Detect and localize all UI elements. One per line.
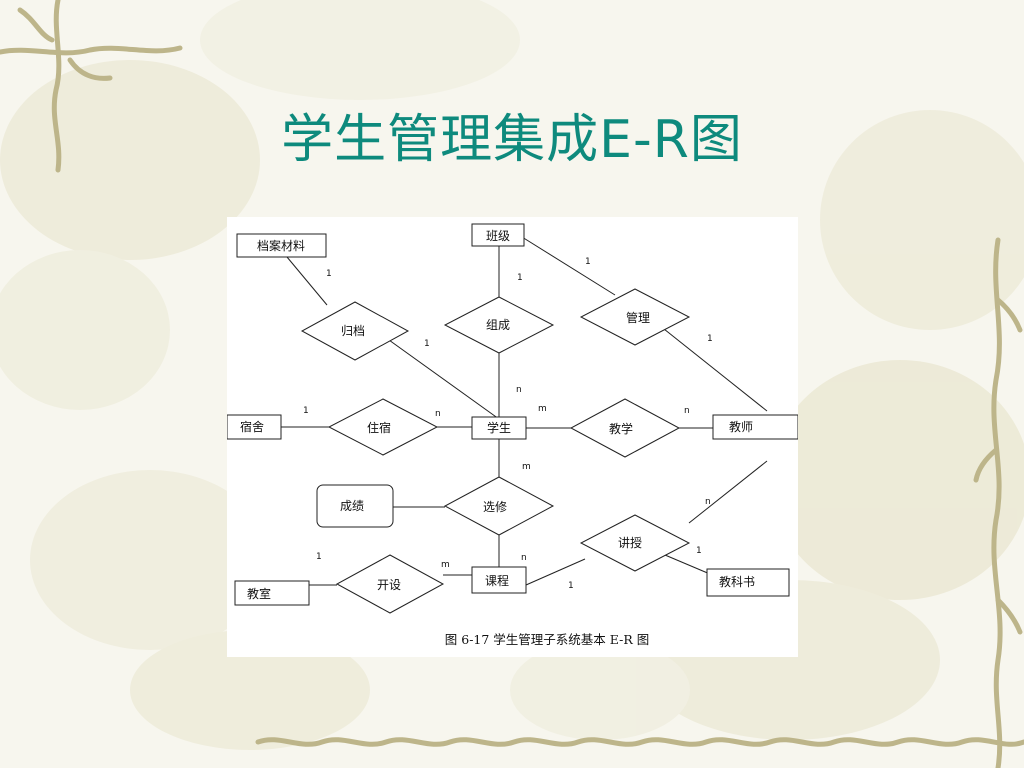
relationship-diamond (579, 514, 691, 572)
cardinality-label: 1 (316, 552, 322, 562)
relationship-diamond (335, 554, 445, 614)
entity-sushe-label: 宿舍 (240, 419, 264, 434)
entity-shapes (227, 223, 798, 606)
rel-jiangshou-label: 讲授 (618, 535, 642, 550)
rel-zucheng-label: 组成 (486, 318, 510, 332)
cardinality-label: 1 (424, 339, 430, 349)
entity-kecheng-label: 课程 (485, 573, 509, 588)
relationship-diamond (579, 288, 691, 346)
relationship-labels: 归档 组成 管理 住宿 教学 选修 讲授 开设 (341, 310, 650, 592)
rel-jiaoxue-label: 教学 (609, 421, 633, 436)
rel-guanli-label: 管理 (626, 310, 650, 325)
cardinality-label: n (516, 385, 522, 395)
relationship-diamond (443, 476, 555, 536)
cardinality-label: 1 (568, 581, 574, 591)
er-diagram-panel: 档案材料 班级 宿舍 学生 教师 成绩 课程 教室 教科书 归档 组成 管理 住… (227, 217, 798, 657)
cardinality-label: 1 (696, 546, 702, 556)
entity-box (706, 568, 790, 597)
cardinality-labels: 1 1 1 1 1 1 1 1 1 n n m n m n n m (303, 257, 713, 591)
entity-box (712, 414, 798, 440)
connector-lines (281, 236, 768, 586)
relationship-diamond (300, 301, 410, 361)
cardinality-label: n (435, 409, 441, 419)
entity-banji-label: 班级 (486, 229, 510, 243)
connector-line (286, 256, 328, 306)
connector-line (688, 460, 768, 524)
cardinality-label: m (522, 462, 531, 472)
entity-dangan-label: 档案材料 (257, 238, 305, 253)
rel-zhusu-label: 住宿 (367, 420, 391, 435)
entity-xuesheng-label: 学生 (487, 420, 511, 435)
blossom-decoration (0, 60, 1024, 750)
diagram-caption: 图 6-17 学生管理子系统基本 E-R 图 (445, 632, 649, 647)
entity-box (316, 484, 394, 528)
cardinality-label: n (705, 497, 711, 507)
vine-decoration (255, 737, 1024, 747)
rel-kaishe-label: 开设 (377, 578, 401, 592)
relationship-diamond (327, 398, 439, 456)
entity-jiaoshi-label: 教师 (729, 419, 753, 434)
connector-line (521, 236, 616, 296)
er-diagram: 档案材料 班级 宿舍 学生 教师 成绩 课程 教室 教科书 归档 组成 管理 住… (227, 223, 798, 647)
cardinality-label: 1 (303, 406, 309, 416)
entity-labels: 档案材料 班级 宿舍 学生 教师 成绩 课程 教室 教科书 (240, 229, 755, 601)
entity-box (471, 223, 525, 247)
cardinality-label: m (538, 404, 547, 414)
relationship-shapes (300, 288, 691, 614)
relationship-diamond (569, 398, 681, 458)
cardinality-label: 1 (707, 334, 713, 344)
vine-decoration (973, 237, 1023, 768)
cardinality-label: m (441, 560, 450, 570)
entity-jiaokeshu-label: 教科书 (719, 574, 755, 589)
entity-chengji-label: 成绩 (340, 499, 364, 513)
vine-decoration (0, 0, 183, 173)
rel-xuanxiu-label: 选修 (483, 499, 507, 514)
entity-box (236, 233, 327, 258)
cardinality-label: 1 (326, 269, 332, 279)
connector-line (663, 328, 768, 412)
entity-box (471, 416, 527, 440)
cardinality-label: 1 (585, 257, 591, 267)
connector-line (525, 558, 586, 586)
cardinality-label: 1 (517, 273, 523, 283)
rel-guidang-label: 归档 (341, 324, 365, 338)
cardinality-label: n (521, 553, 527, 563)
cardinality-label: n (684, 406, 690, 416)
slide-title: 学生管理集成E-R图 (281, 110, 743, 170)
entity-box (471, 566, 527, 594)
entity-box (234, 580, 310, 606)
relationship-diamond (443, 296, 555, 354)
connector-line (381, 334, 500, 420)
entity-box (227, 414, 282, 440)
entity-jiaoshi-room-label: 教室 (247, 586, 271, 601)
